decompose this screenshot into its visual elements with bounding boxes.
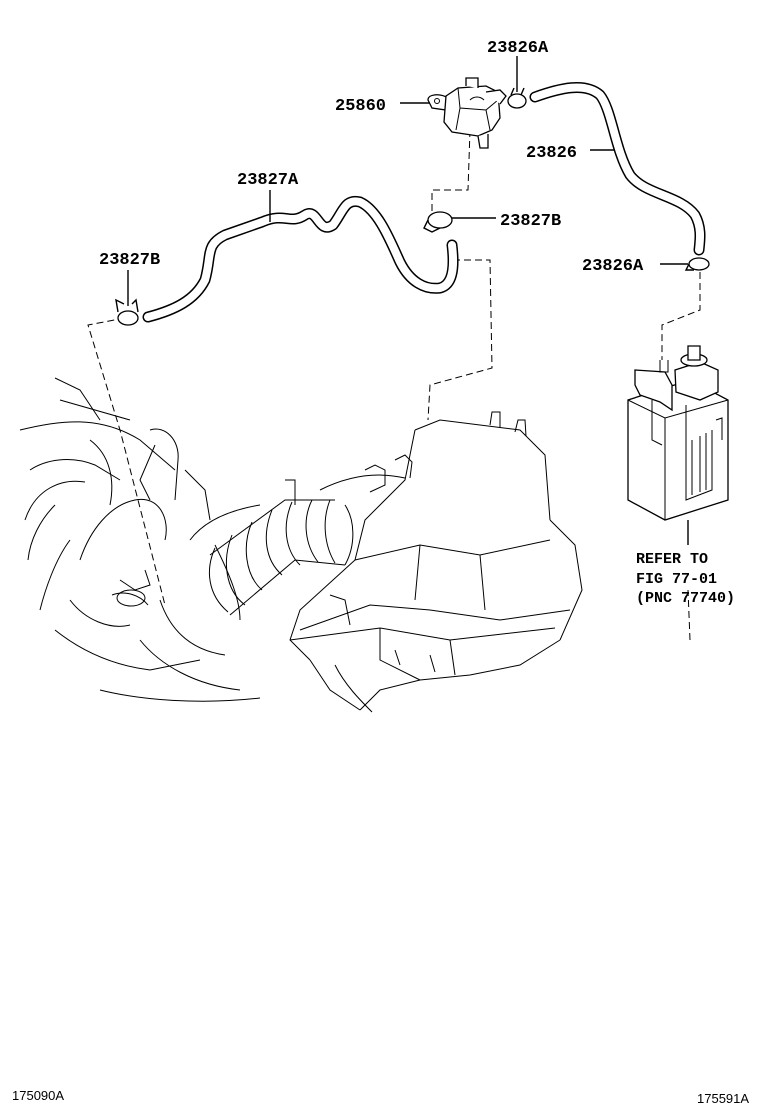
reference-line-2: FIG 77-01 [636, 571, 717, 588]
footer-left-code: 175090A [12, 1088, 64, 1103]
reference-line-3: (PNC 77740) [636, 590, 735, 607]
clamp-23827B-left[interactable] [115, 298, 139, 326]
footer-right-code: 175591A [697, 1091, 749, 1106]
clamp-23827B-right[interactable] [423, 211, 453, 233]
hose-23827A[interactable] [142, 195, 459, 323]
routing-dashed-lines [87, 129, 701, 641]
label-23826: 23826 [526, 144, 577, 163]
label-25860: 25860 [335, 97, 386, 116]
vacuum-switching-valve-25860[interactable] [427, 77, 507, 149]
clamp-23826A-right[interactable] [684, 257, 710, 271]
charcoal-canister[interactable] [627, 345, 729, 521]
label-23827B-left: 23827B [99, 251, 160, 270]
engine-assembly-drawing [19, 377, 583, 713]
label-23826A-top: 23826A [487, 39, 549, 58]
hose-23826[interactable] [529, 82, 706, 256]
reference-line-1: REFER TO [636, 551, 708, 568]
label-23826A-right: 23826A [582, 257, 644, 276]
label-23827B-right: 23827B [500, 212, 561, 231]
leader-lines [127, 56, 689, 545]
clamp-23826A-top[interactable] [507, 87, 527, 109]
label-23827A: 23827A [237, 171, 299, 190]
